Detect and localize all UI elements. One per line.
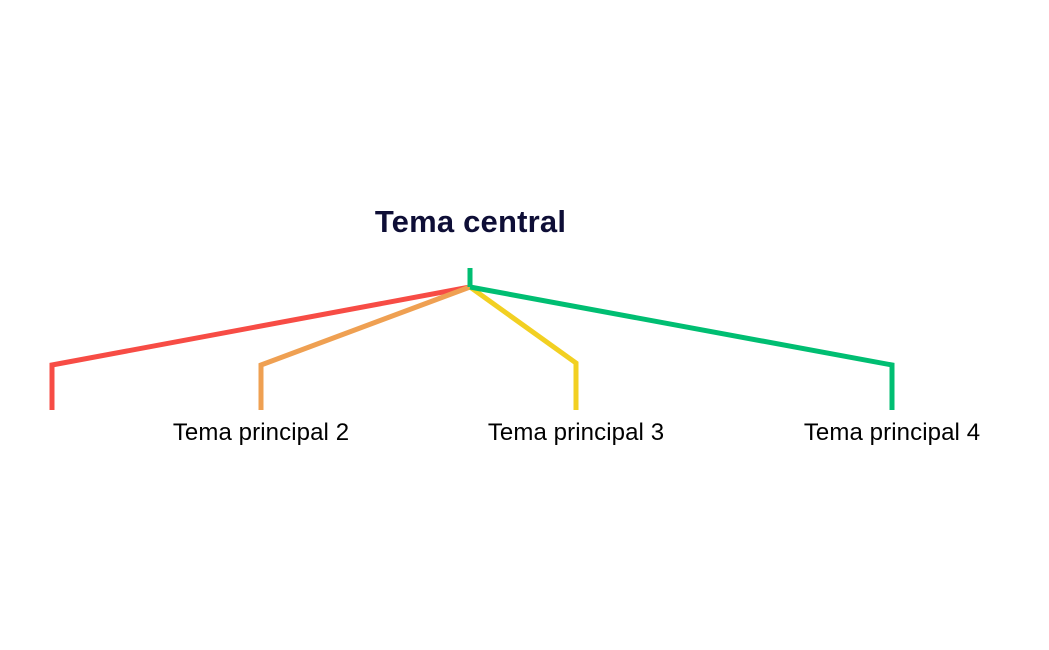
branch-label-4[interactable]: Tema principal 4 [803,419,981,446]
branch-connector-4 [469,284,895,410]
branch-connector-1 [49,284,471,410]
root-node-label[interactable]: Tema central [374,204,567,239]
branch-connector-2 [258,284,471,410]
branch-label-2[interactable]: Tema principal 2 [172,419,350,446]
branch-label-3[interactable]: Tema principal 3 [487,419,665,446]
branch-connector-3 [468,284,579,410]
